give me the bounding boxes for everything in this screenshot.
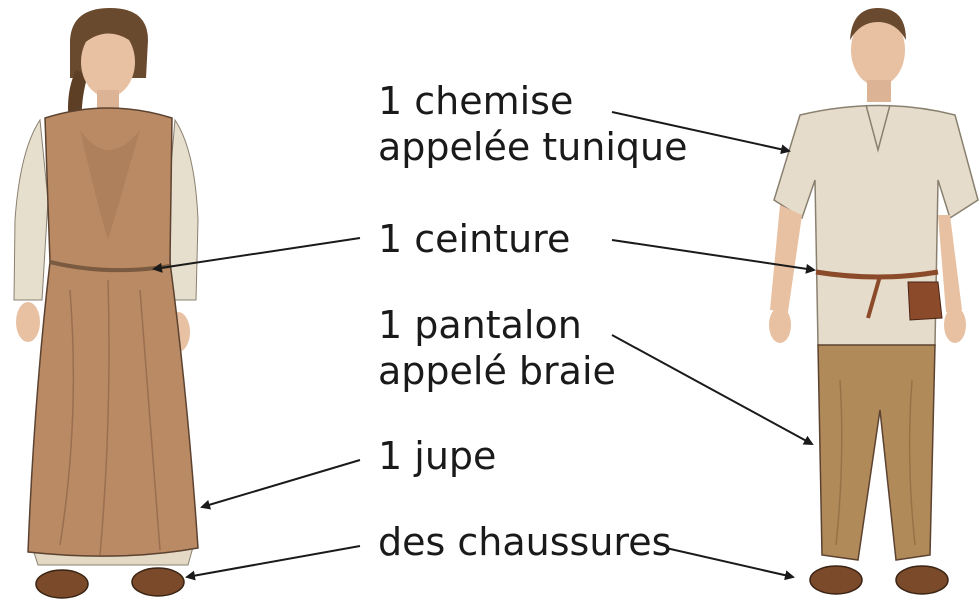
arrow-pants (612, 335, 812, 444)
label-skirt: 1 jupe (378, 433, 496, 479)
woman-figure (14, 8, 198, 598)
label-tunic-line2: appelée tunique (378, 124, 688, 170)
label-pants-line1: 1 pantalon (378, 302, 616, 348)
arrow-shoes-man (666, 548, 793, 577)
label-belt-text: 1 ceinture (378, 216, 570, 262)
arrow-shoes-woman (187, 546, 360, 577)
label-tunic: 1 chemise appelée tunique (378, 78, 688, 170)
man-figure (769, 8, 978, 594)
label-pants-line2: appelé braie (378, 348, 616, 394)
label-skirt-text: 1 jupe (378, 433, 496, 479)
label-shoes: des chaussures (378, 519, 671, 565)
label-tunic-line1: 1 chemise (378, 78, 688, 124)
label-pants: 1 pantalon appelé braie (378, 302, 616, 394)
label-shoes-text: des chaussures (378, 519, 671, 565)
label-belt: 1 ceinture (378, 216, 570, 262)
arrow-skirt (202, 460, 360, 507)
